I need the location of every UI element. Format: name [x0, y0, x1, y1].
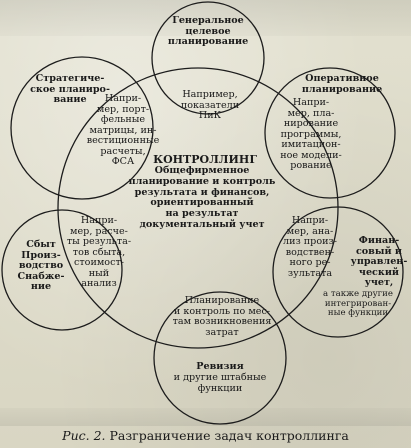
top-circle [151, 1, 265, 115]
bleed-through-band-bottom [0, 408, 411, 426]
upper-right-detail: Напри- мер, пла- нирование программы, им… [280, 97, 342, 171]
lower-right-circle [272, 206, 404, 338]
upper-left-detail: Напри- мер, порт- фельные матрицы, ин- в… [86, 93, 160, 167]
figure-caption: Рис. 2. Разграничение задач контроллинга [0, 428, 411, 444]
lower-right-detail: Напри- мер, ана- лиз произ- водствен- но… [283, 215, 337, 279]
center-circle [57, 67, 339, 349]
caption-text: Разграничение задач контроллинга [109, 428, 349, 443]
top-detail: Например, показатели ПиК [180, 89, 240, 121]
upper-right-title: Оперативное планирование [301, 73, 383, 95]
lower-right-title: Финан- совый и управлен- ческий учет, [350, 235, 408, 288]
lower-left-circle [1, 209, 123, 331]
bottom-title: Ревизия [196, 361, 244, 372]
lower-right-title-extra: а также другие интегрирован- ные функции [323, 289, 393, 319]
caption-number: Рис. 2. [62, 428, 106, 443]
bleed-through-band-top [0, 0, 411, 36]
center-text: Общефирменное планирование и контроль ре… [128, 165, 276, 230]
upper-right-circle [264, 67, 396, 199]
lower-left-detail: Напри- мер, расче- ты результа- тов сбыт… [66, 215, 132, 289]
lower-left-title: Сбыт Произ- водство Снабже- ние [17, 239, 65, 292]
bottom-circle [153, 291, 287, 425]
bottom-detail: Планирование и контроль по мес- там возн… [172, 295, 272, 338]
bottom-title-extra: и другие штабные функции [173, 372, 267, 394]
upper-left-circle [10, 56, 154, 200]
top-title: Генеральное целевое планирование [167, 15, 249, 47]
center-title: КОНТРОЛЛИНГ [153, 153, 257, 166]
upper-left-title: Стратегиче- ское планиро- вание [30, 73, 110, 105]
